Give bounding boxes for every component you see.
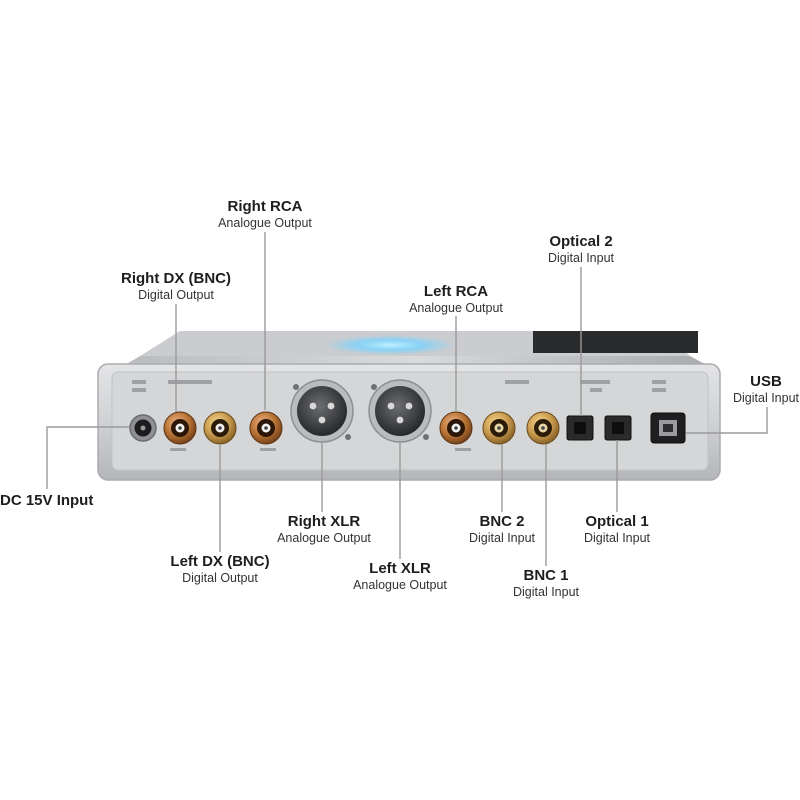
- dark-top-panel: [533, 331, 698, 353]
- connector-optical-1: [604, 415, 632, 441]
- callout-bnc-2: BNC 2 Digital Input: [469, 513, 535, 546]
- callout-subtitle: Analogue Output: [353, 578, 447, 592]
- callout-left-xlr: Left XLR Analogue Output: [353, 560, 447, 593]
- callout-subtitle: Analogue Output: [218, 216, 312, 230]
- leader-line-usb: [686, 407, 768, 434]
- connector-optical-2: [566, 415, 594, 441]
- callout-title: DC 15V Input: [0, 492, 94, 509]
- callout-title: Right XLR: [287, 513, 361, 530]
- callout-subtitle: Analogue Output: [277, 531, 371, 545]
- callout-subtitle: Digital Input: [468, 531, 536, 545]
- callout-subtitle: Digital Input: [732, 391, 800, 405]
- callout-right-xlr: Right XLR Analogue Output: [277, 513, 371, 546]
- callout-left-rca: Left RCA Analogue Output: [409, 283, 503, 316]
- callout-title: Optical 2: [549, 233, 613, 250]
- callout-subtitle: Digital Output: [138, 288, 214, 302]
- callout-bnc-1: BNC 1 Digital Input: [513, 567, 579, 600]
- connector-right-rca: [249, 411, 283, 445]
- connector-bnc-2: [482, 411, 516, 445]
- callout-left-dx-bnc: Left DX (BNC) Digital Output: [170, 553, 269, 586]
- callout-subtitle: Digital Input: [512, 585, 580, 599]
- callout-title: Left DX (BNC): [170, 553, 270, 570]
- connector-left-xlr: [368, 379, 432, 443]
- callout-right-rca: Right RCA Analogue Output: [218, 198, 312, 231]
- connector-left-rca: [439, 411, 473, 445]
- callout-subtitle: Analogue Output: [409, 301, 503, 315]
- callout-dc-input: DC 15V Input: [0, 492, 93, 510]
- callout-title: Right DX (BNC): [121, 270, 231, 287]
- callout-right-dx-bnc: Right DX (BNC) Digital Output: [121, 270, 231, 303]
- connector-right-dx-bnc: [163, 411, 197, 445]
- callout-subtitle: Digital Input: [547, 251, 615, 265]
- callout-subtitle: Digital Input: [583, 531, 651, 545]
- callout-title: BNC 2: [479, 513, 525, 530]
- top-glow: [325, 335, 455, 355]
- callout-optical-2: Optical 2 Digital Input: [548, 233, 614, 266]
- callout-title: USB: [750, 373, 782, 390]
- callout-subtitle: Digital Output: [182, 571, 258, 585]
- connector-bnc-1: [526, 411, 560, 445]
- callout-optical-1: Optical 1 Digital Input: [584, 513, 650, 546]
- silkscreen-marks: [132, 380, 666, 451]
- callout-title: Optical 1: [585, 513, 649, 530]
- callout-title: Right RCA: [227, 198, 303, 215]
- callout-usb: USB Digital Input: [733, 373, 799, 406]
- callout-title: Left RCA: [423, 283, 489, 300]
- callout-title: Left XLR: [369, 560, 431, 577]
- leader-line-dc-input: [46, 426, 130, 489]
- connector-usb: [650, 412, 686, 444]
- callout-title: BNC 1: [523, 567, 569, 584]
- dc-jack: [129, 414, 157, 442]
